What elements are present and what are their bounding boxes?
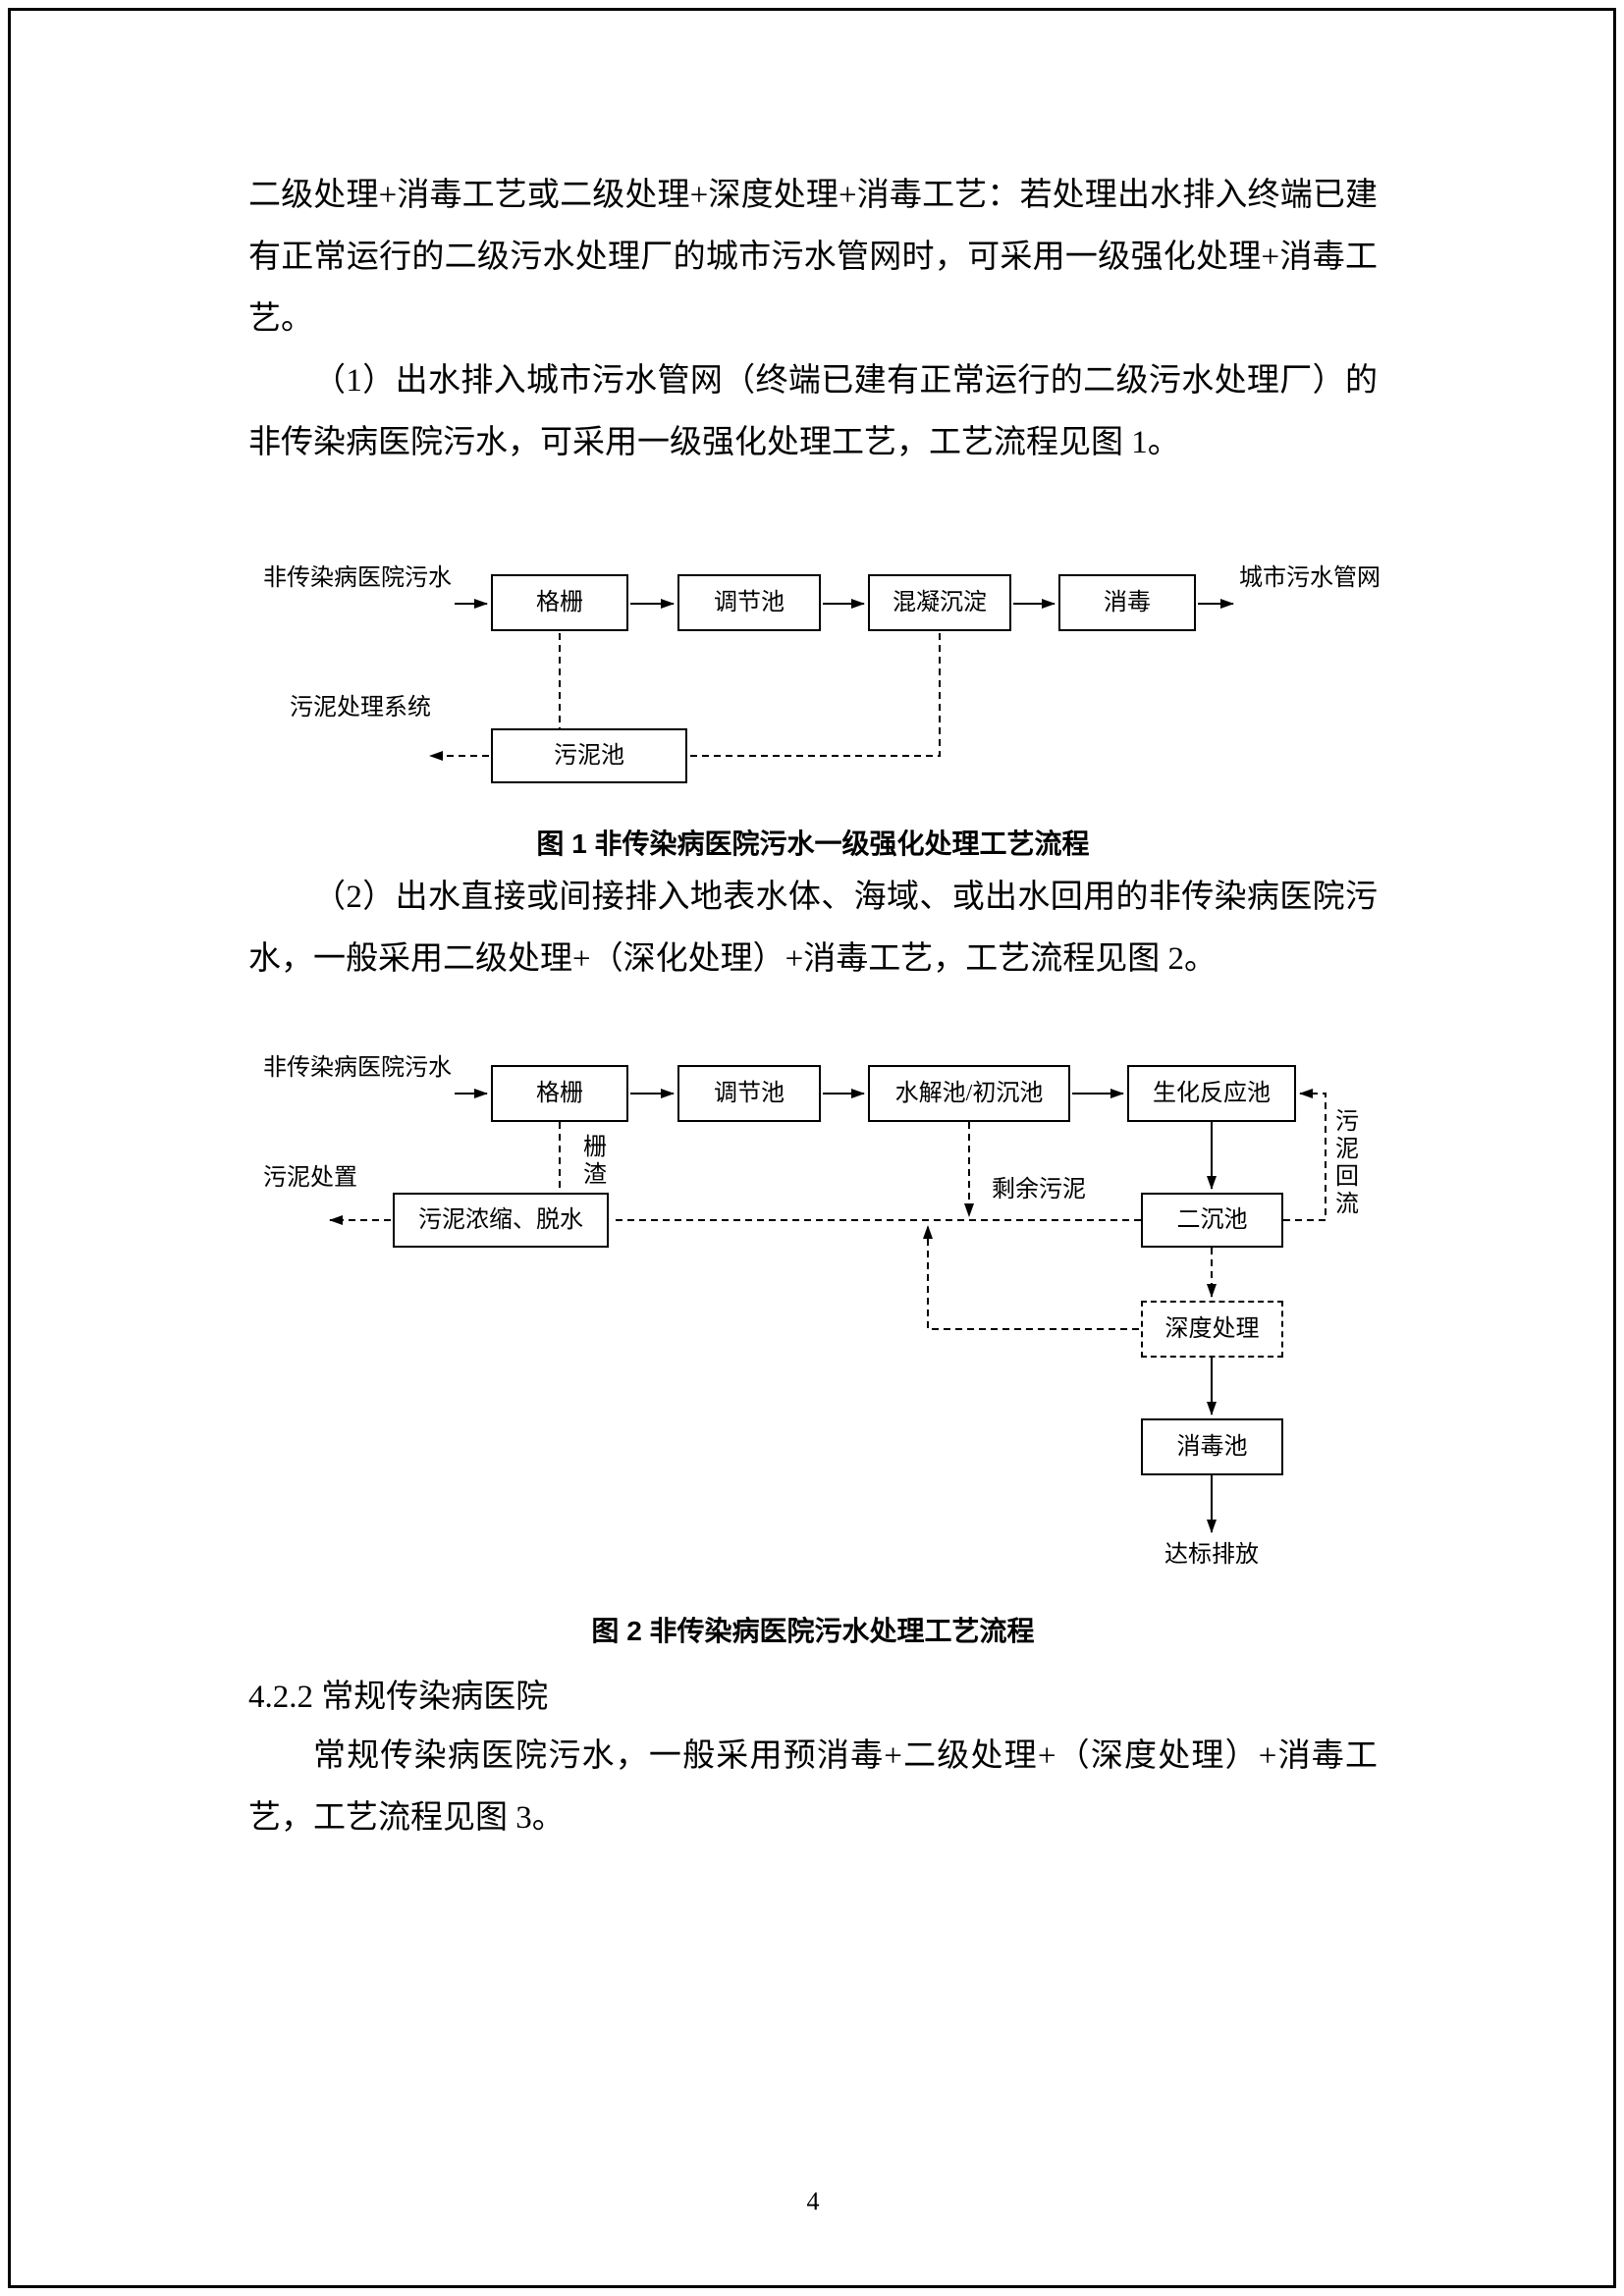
fig2-box-secondary-clarifier: 二沉池 [1141,1193,1283,1248]
figure-2-caption: 图 2 非传染病医院污水处理工艺流程 [591,1616,1035,1646]
fig1-output-label: 城市污水管网 [1239,565,1380,591]
figure-1-connectors [429,599,1234,761]
fig2-box-hydrolysis-primary-tank: 水解池/初沉池 [868,1065,1070,1122]
paragraph-4: 常规传染病医院污水，一般采用预消毒+二级处理+（深度处理）+消毒工艺，工艺流程见… [248,1738,1378,1836]
fig1-box-disinfection: 消毒 [1058,574,1196,631]
fig2-box-bioreactor: 生化反应池 [1127,1065,1296,1122]
fig1-input-label: 非传染病医院污水 [263,565,452,591]
fig2-box-grid: 格栅 [491,1065,628,1122]
fig2-grid-residue-label: 栅渣 [583,1135,607,1188]
fig1-box-coagulation-sedimentation: 混凝沉淀 [868,574,1011,631]
fig1-box-regulating-tank: 调节池 [677,574,821,631]
fig2-box-advanced-treatment: 深度处理 [1141,1301,1283,1358]
fig2-sludge-return-label: 污泥回流 [1335,1109,1359,1217]
page-number: 4 [806,2187,820,2216]
paragraph-3: （2）出水直接或间接排入地表水体、海域、或出水回用的非传染病医院污水，一般采用二… [248,880,1378,977]
fig1-sludge-system-label: 污泥处理系统 [290,695,431,721]
fig2-box-regulating-tank: 调节池 [677,1065,821,1122]
heading-4-2-2: 4.2.2 常规传染病医院 [248,1680,549,1715]
fig2-discharge-label: 达标排放 [1164,1542,1259,1568]
fig1-box-grid: 格栅 [491,574,628,631]
fig2-excess-sludge-label: 剩余污泥 [992,1177,1086,1202]
fig2-sludge-disposal-label: 污泥处置 [263,1165,357,1191]
paragraph-1: 二级处理+消毒工艺或二级处理+深度处理+消毒工艺：若处理出水排入终端已建有正常运… [248,178,1378,337]
fig1-box-sludge-tank: 污泥池 [491,728,687,783]
figure-1-flowchart: 非传染病医院污水 格栅 调节池 混凝沉淀 消毒 城市污水管网 污泥处理系统 污泥… [0,550,1624,825]
figure-1-caption: 图 1 非传染病医院污水一级强化处理工艺流程 [536,828,1090,859]
fig2-box-sludge-thickening-dewatering: 污泥浓缩、脱水 [393,1193,609,1248]
paragraph-2: （1）出水排入城市污水管网（终端已建有正常运行的二级污水处理厂）的非传染病医院污… [248,363,1378,460]
fig2-input-label: 非传染病医院污水 [263,1055,452,1081]
figure-2-connectors [329,1089,1326,1533]
figure-2-flowchart: 非传染病医院污水 格栅 调节池 水解池/初沉池 生化反应池 栅渣 污泥处置 剩余… [0,1036,1624,1595]
fig2-box-disinfection-tank: 消毒池 [1141,1418,1283,1475]
